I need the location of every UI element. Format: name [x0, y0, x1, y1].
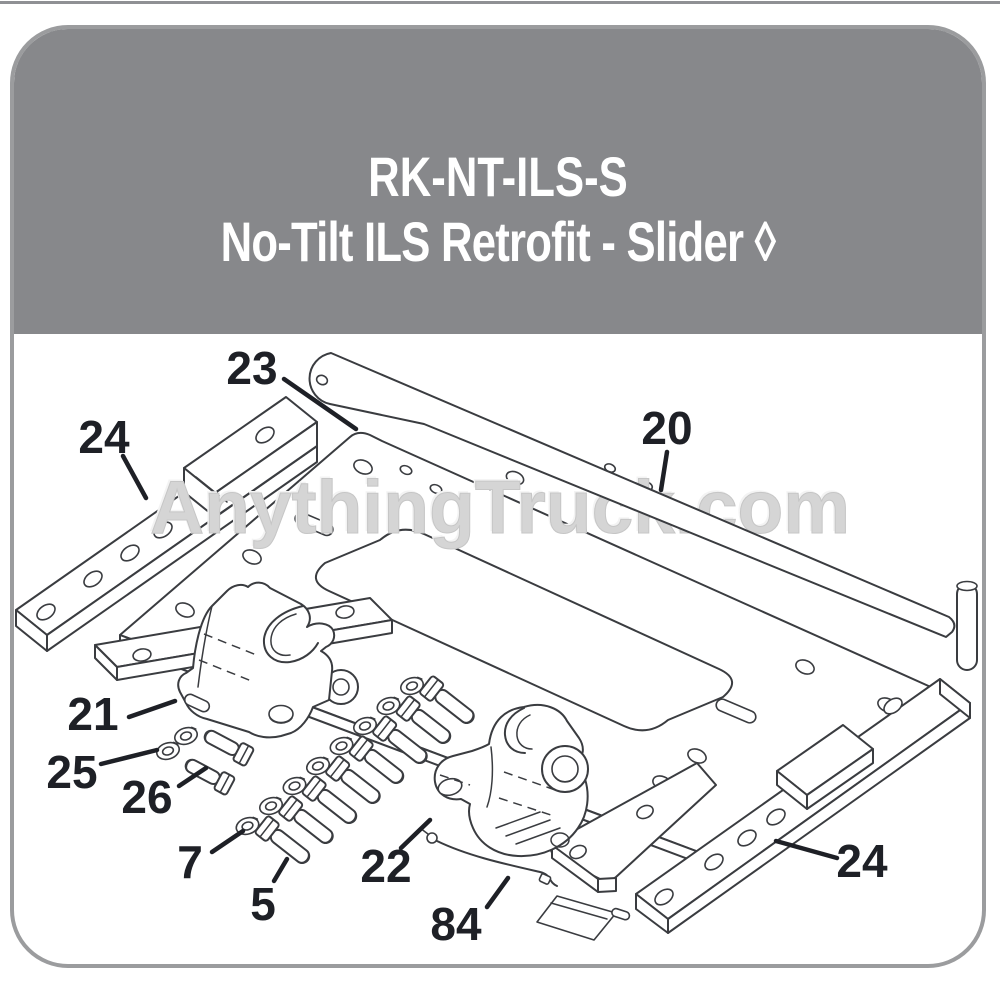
product-code-title: RK-NT-ILS-S [368, 145, 628, 208]
leader-7 [209, 828, 246, 855]
part-22-right-bracket [433, 703, 589, 858]
leader-20 [658, 449, 670, 493]
callout-labels: 23 24 20 21 25 26 7 5 22 84 24 [46, 342, 888, 950]
callout-7: 7 [177, 836, 203, 888]
handle-pin [956, 580, 978, 671]
leader-23 [281, 376, 359, 432]
part-24-right-rail [635, 678, 971, 934]
leader-lines [98, 376, 840, 910]
callout-26: 26 [121, 771, 172, 823]
leader-24-top [120, 453, 149, 501]
part-21-left-bracket [177, 581, 359, 739]
callout-21: 21 [67, 688, 118, 740]
part-84-lanyard-cable [419, 827, 631, 941]
callout-5: 5 [250, 878, 276, 930]
leader-25 [98, 747, 160, 767]
callout-25: 25 [46, 746, 97, 798]
leader-22 [398, 817, 433, 851]
leader-84 [484, 875, 511, 910]
callout-24-bottom: 24 [836, 835, 888, 887]
callout-23: 23 [226, 342, 277, 394]
callout-84: 84 [430, 898, 482, 950]
product-name-title: No-Tilt ILS Retrofit - Slider ◊ [220, 210, 777, 273]
part-20-release-handle-rod [308, 352, 956, 638]
leader-21 [126, 698, 178, 720]
top-divider-line [0, 1, 1000, 4]
plate-holes [175, 459, 897, 820]
title-header-band: RK-NT-ILS-S No-Tilt ILS Retrofit - Slide… [14, 29, 982, 334]
leader-5 [271, 856, 290, 884]
leader-24-bottom [773, 838, 840, 861]
leader-26 [176, 765, 209, 789]
callout-22: 22 [360, 840, 411, 892]
callout-20: 20 [641, 402, 692, 454]
callout-24-top: 24 [78, 411, 130, 463]
part-24-left-rail [15, 396, 318, 652]
